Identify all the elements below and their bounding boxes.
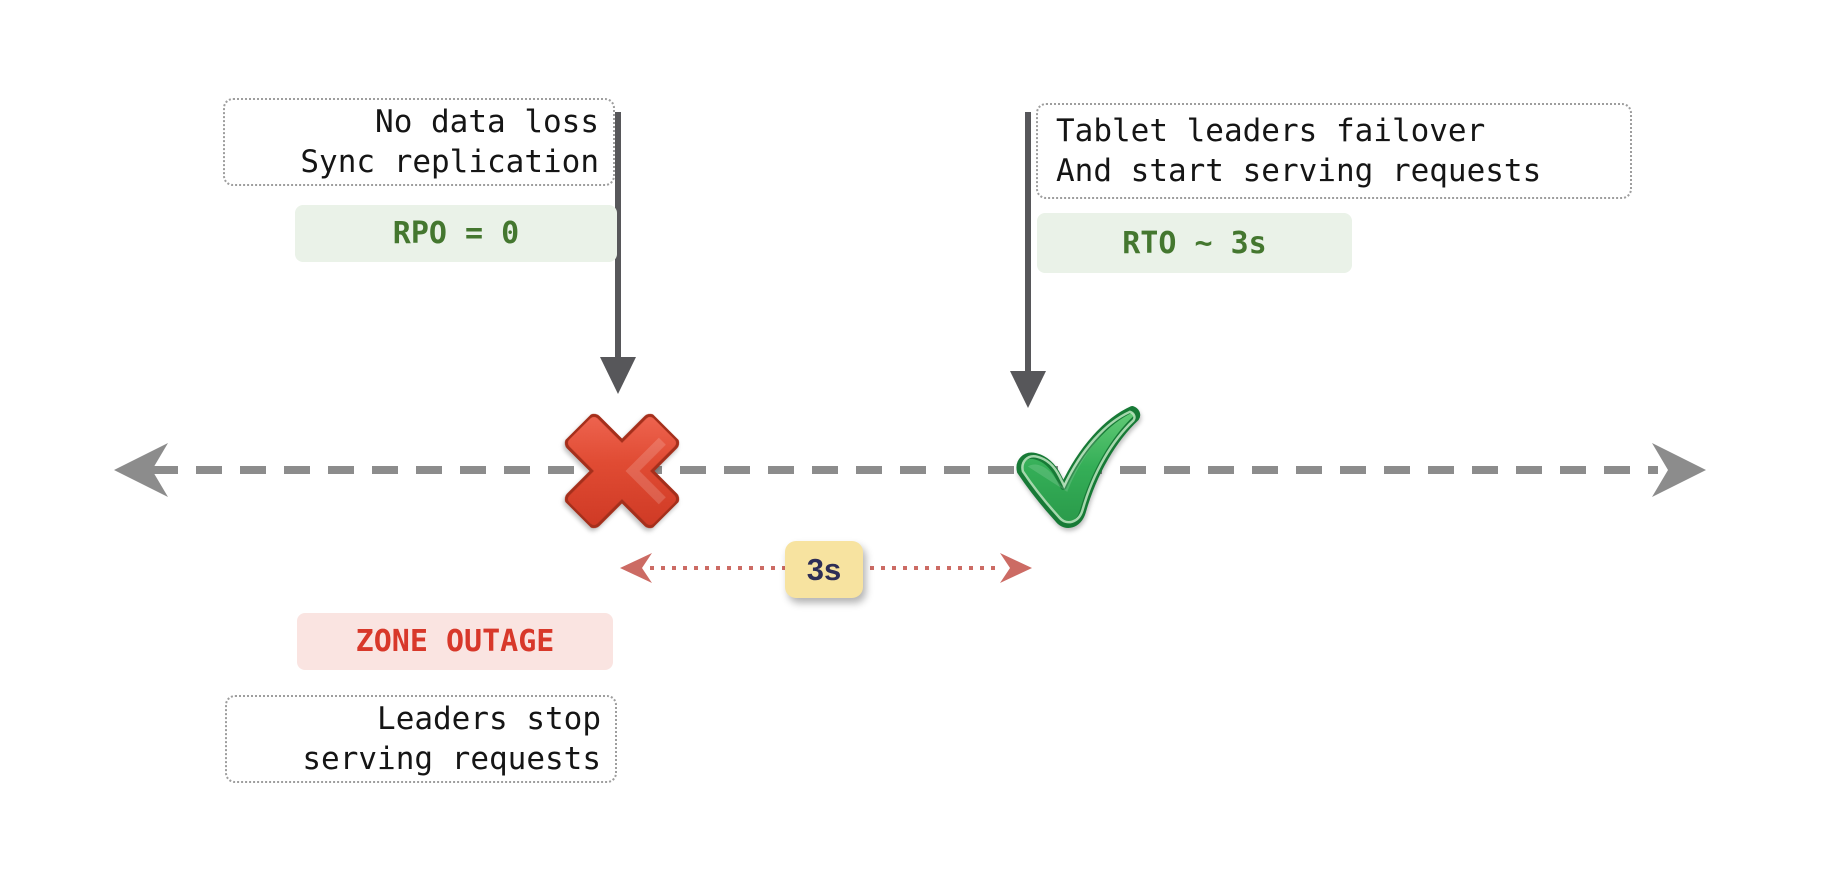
arrow-down-icon [1010,112,1046,408]
cross-mark-icon [564,413,680,529]
arrow-right-icon [1652,443,1706,497]
timeline [114,443,1706,497]
zone-outage-badge: ZONE OUTAGE [297,613,613,670]
note-sync-replication: No data loss Sync replication [223,98,615,186]
note-line: No data loss [375,104,599,140]
rto-badge: RTO ~ 3s [1037,213,1352,273]
duration-badge: 3s [785,541,863,598]
note-leaders-stop: Leaders stop serving requests [225,695,617,783]
note-line: serving requests [302,741,601,777]
note-line: Tablet leaders failover [1056,113,1486,149]
arrow-left-icon [114,443,168,497]
note-line: Leaders stop [377,701,601,737]
check-mark-icon [1016,406,1141,528]
note-line: And start serving requests [1056,153,1542,189]
note-tablet-failover: Tablet leaders failover And start servin… [1036,103,1632,199]
rpo-badge: RPO = 0 [295,205,617,262]
note-line: Sync replication [300,144,599,180]
arrow-down-icon [600,112,636,394]
